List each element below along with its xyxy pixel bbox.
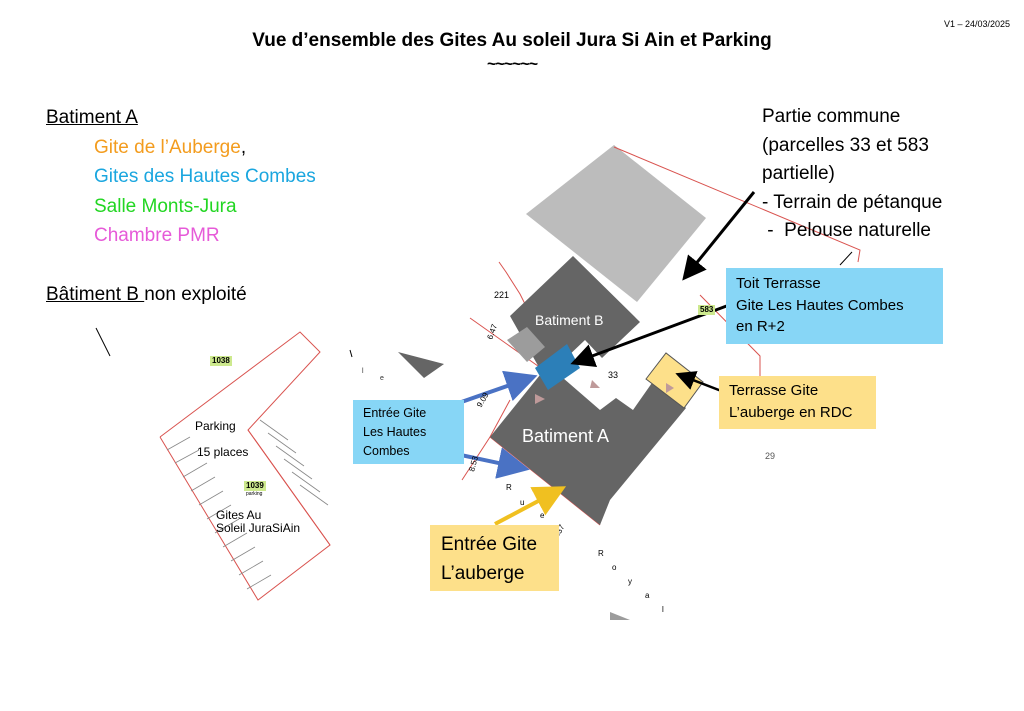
plot-29-label: 29: [765, 451, 775, 461]
street-letter: a: [645, 591, 650, 600]
building-a-label: Batiment A: [522, 426, 609, 446]
street-letter: R: [506, 483, 512, 492]
common-area-line: - Terrain de pétanque: [762, 191, 943, 213]
callout-entree-auberge: Entrée Gite L’auberge: [430, 525, 559, 591]
legend-item: Gite de l’Auberge,: [46, 133, 316, 163]
street-letter: y: [628, 577, 632, 586]
callout-toit-terrasse: Toit Terrasse Gite Les Hautes Combes en …: [726, 268, 943, 344]
title-decoration: ~~~~~~: [486, 56, 538, 73]
street-letter: l: [662, 605, 664, 614]
version-date: V1 – 24/03/2025: [943, 19, 1010, 29]
parking-stalls: [166, 419, 329, 590]
common-area-line: (parcelles 33 et 583: [762, 134, 929, 156]
triangle-1: [398, 352, 444, 378]
common-area-line: partielle): [762, 163, 835, 184]
legend-item-suffix: ,: [240, 136, 247, 158]
svg-text:e: e: [380, 375, 384, 382]
legend-batiment-b-status: non exploité: [144, 283, 247, 305]
callout-line: Combes: [363, 444, 410, 458]
callout-line: L’auberge: [441, 563, 525, 584]
triangle-2: [610, 612, 630, 620]
legend-item: Chambre PMR: [46, 221, 316, 251]
common-area-description: Partie commune (parcelles 33 et 583 part…: [762, 103, 942, 246]
legend-item-label: Chambre PMR: [94, 225, 220, 246]
callout-line: Gite Les Hautes Combes: [736, 296, 904, 314]
roof-terrace-shape: [535, 344, 580, 390]
plot-1039-badge: 1039: [244, 481, 266, 491]
legend-item: Gites des Hautes Combes: [46, 162, 316, 192]
annex-shape: [507, 327, 545, 362]
callout-line: Les Hautes: [363, 425, 427, 439]
parking-owner-line2: Soleil JuraSiAin: [216, 521, 301, 535]
legend-item-label: Gite de l’Auberge: [94, 136, 241, 158]
street-name: R u e R o y a l: [506, 483, 664, 614]
callout-line: en R+2: [736, 318, 785, 335]
common-area-line: - Pelouse naturelle: [762, 220, 931, 241]
ground-terrace-arrow: [675, 371, 725, 394]
building-b-label: Batiment B: [535, 312, 603, 328]
map-ticks: [95, 251, 853, 358]
parking-places: 15 places: [197, 445, 249, 459]
street-letter: u: [520, 498, 524, 507]
svg-text:l: l: [362, 368, 364, 375]
dim-647-label: 6.47: [485, 322, 499, 340]
map-dots: l e: [362, 368, 384, 382]
street-letter: e: [540, 511, 545, 520]
street-letter: R: [598, 549, 604, 558]
legend-item-label: Gites des Hautes Combes: [94, 166, 316, 187]
callout-line: Toit Terrasse: [736, 275, 821, 292]
dim-853-label: 8.53: [467, 455, 480, 473]
parking-label: Parking: [195, 419, 236, 433]
ground-terrace-shape: [645, 352, 704, 409]
legend-item: Salle Monts-Jura: [46, 192, 316, 222]
plot-1039-sub: parking: [246, 491, 263, 497]
common-area-arrow: [682, 191, 756, 281]
plot-1038-badge: 1038: [210, 356, 232, 366]
callout-line: Terrasse Gite: [729, 382, 819, 399]
callout-line: Entrée Gite: [363, 406, 427, 420]
parking-owner-line1: Gites Au: [216, 508, 262, 522]
legend-batiment-b: Bâtiment B non exploité: [46, 280, 316, 310]
legend: Batiment A Gite de l’Auberge, Gites des …: [46, 103, 316, 309]
legend-batiment-a: Batiment A: [46, 107, 138, 128]
building-a-shape: [490, 365, 686, 525]
plot-583-badge: 583: [698, 305, 716, 315]
legend-item-label: Salle Monts-Jura: [94, 195, 237, 217]
common-area-shape: [526, 145, 706, 302]
plot-33-label: 33: [608, 370, 618, 380]
legend-batiment-b-label: Bâtiment B: [46, 283, 145, 305]
entree-auberge-arrow: [494, 486, 567, 526]
plot-221-label: 221: [494, 290, 509, 300]
street-letter: o: [612, 563, 617, 572]
callout-line: L’auberge en RDC: [729, 403, 853, 421]
callout-entree-hautes-combes: Entrée Gite Les Hautes Combes: [353, 400, 464, 464]
page-title: Vue d’ensemble des Gites Au soleil Jura …: [252, 30, 772, 51]
callout-line: Entrée Gite: [441, 534, 538, 555]
common-area-line: Partie commune: [762, 106, 901, 127]
callout-terrasse-gite: Terrasse Gite L’auberge en RDC: [719, 376, 876, 429]
